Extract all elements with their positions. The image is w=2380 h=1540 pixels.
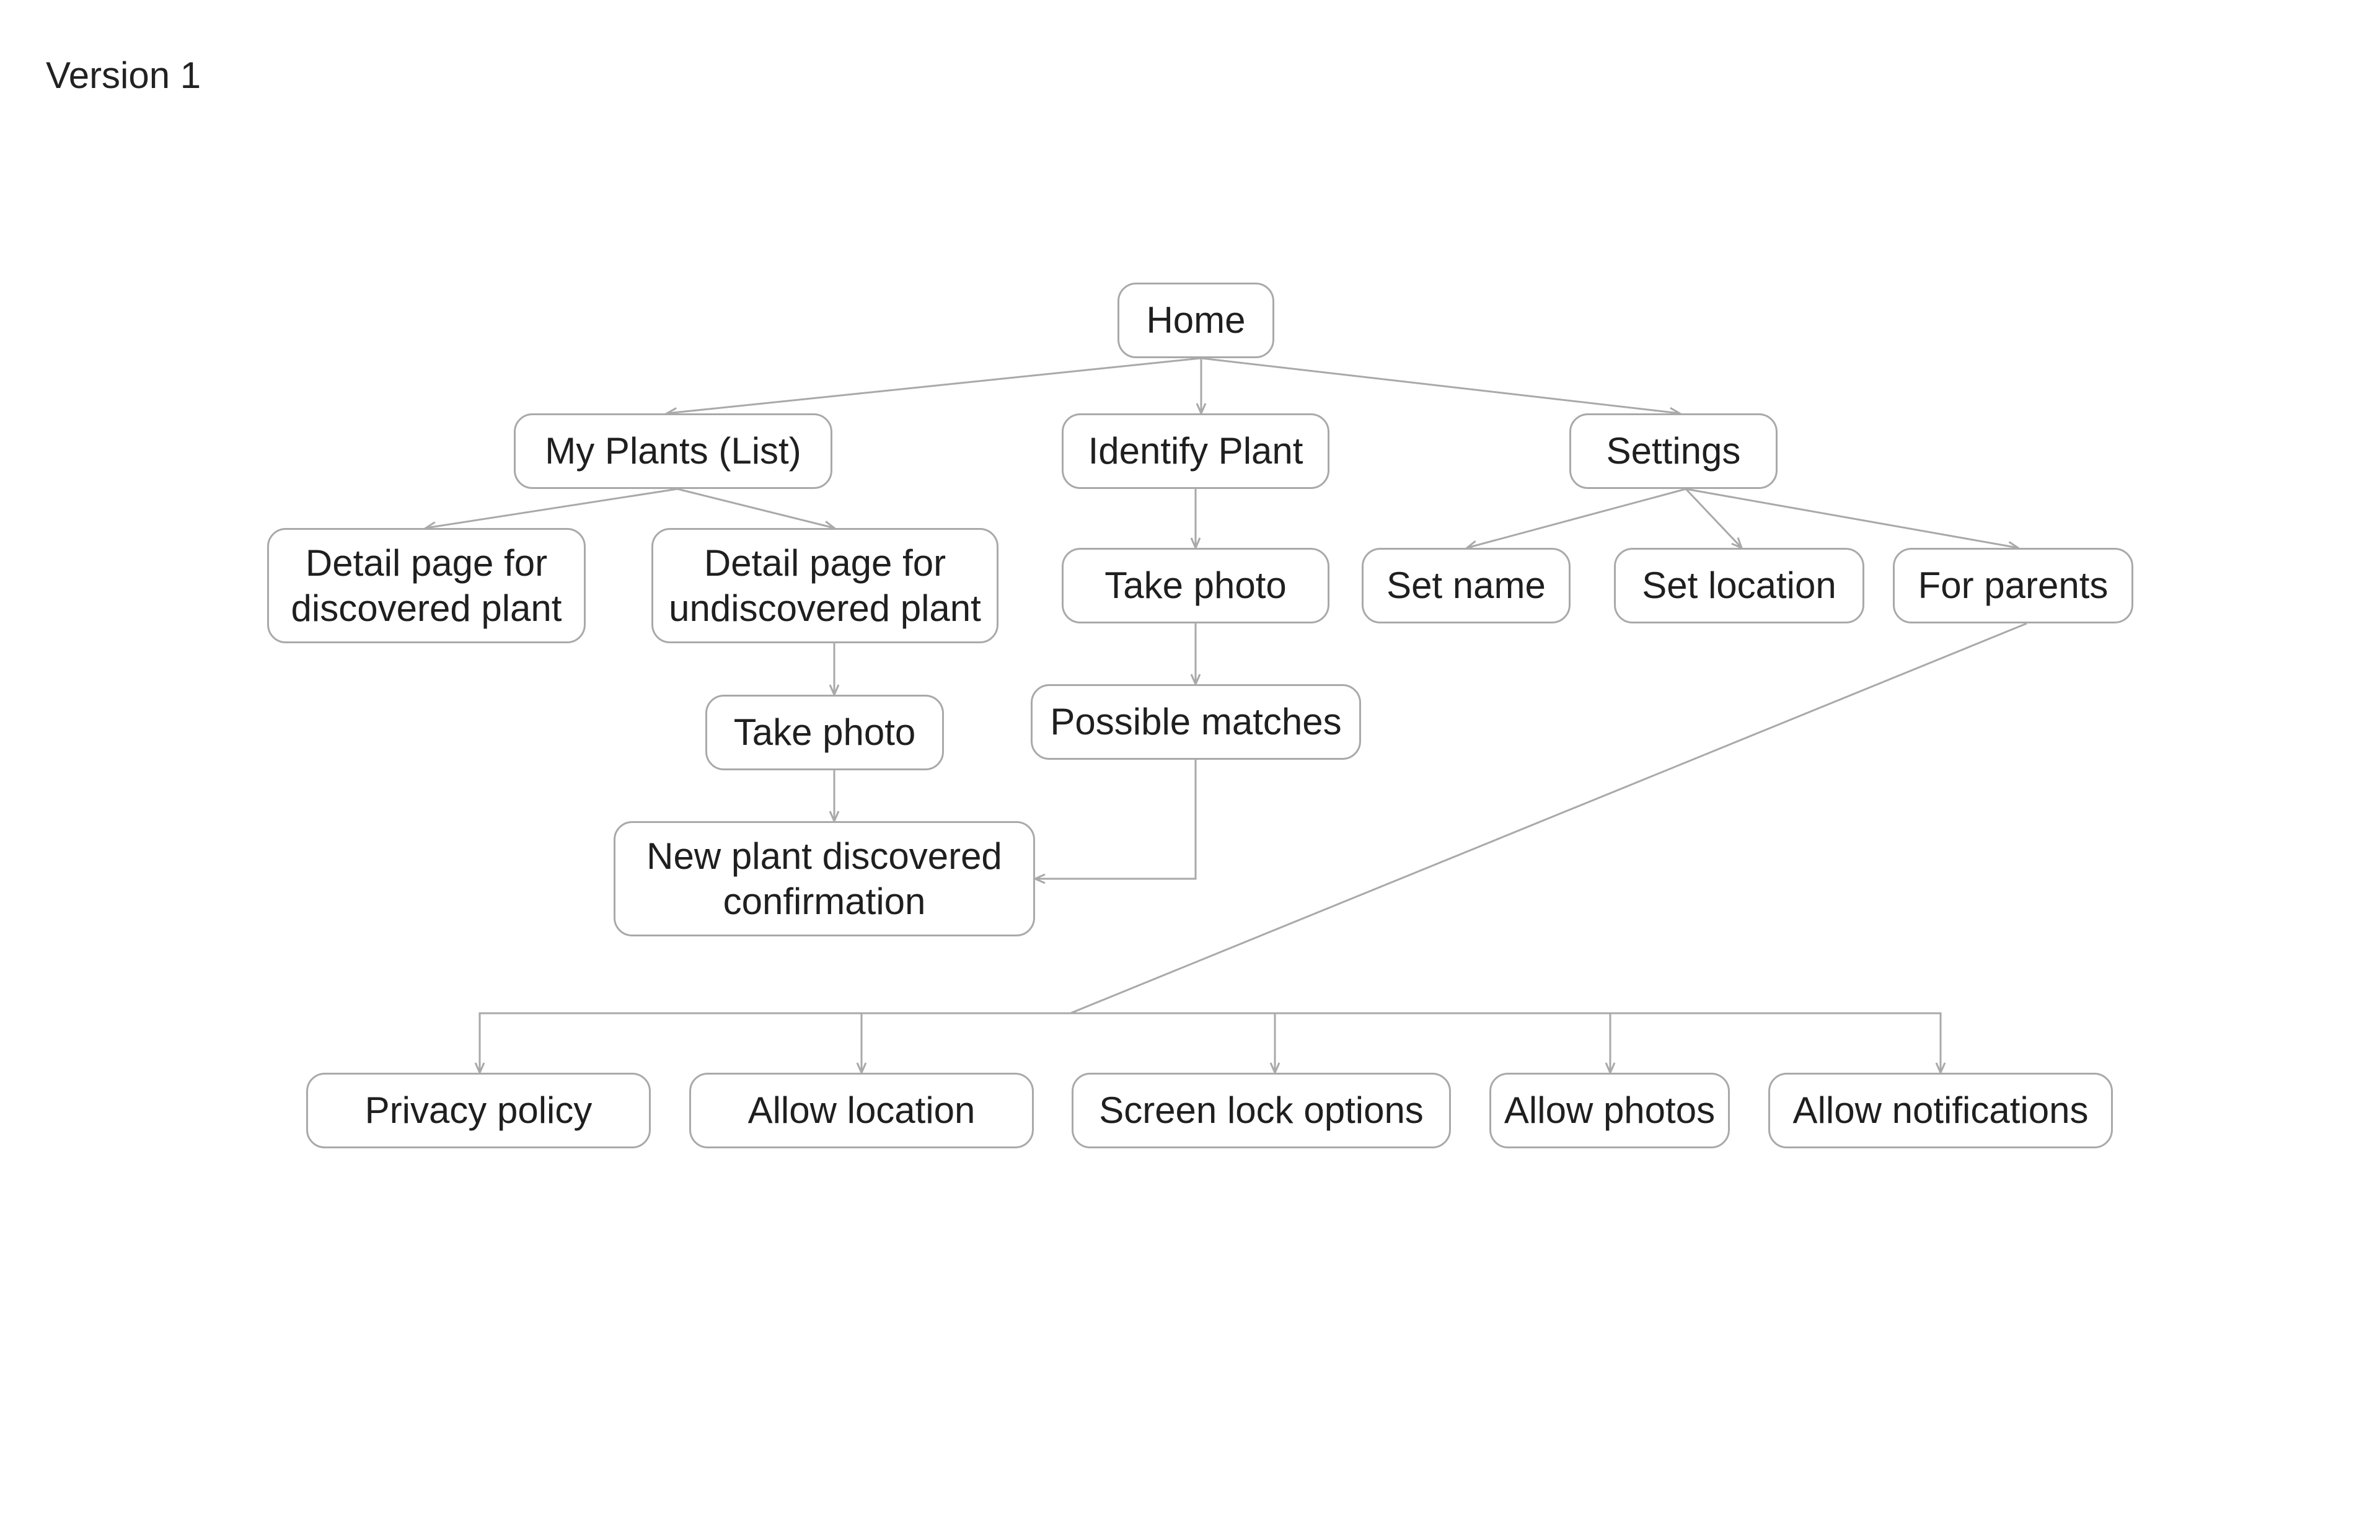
node-my-plants[interactable]: My Plants (List) (514, 413, 832, 489)
node-set-location[interactable]: Set location (1614, 548, 1864, 623)
node-label: Possible matches (1050, 701, 1342, 743)
edge-for-parents-to-allow-photos (1275, 1012, 1616, 1075)
node-label: Set location (1642, 565, 1836, 607)
node-label: Take photo (733, 711, 916, 754)
node-label: My Plants (List) (545, 430, 801, 472)
edge-settings-to-set-name (1465, 488, 1686, 551)
node-label: For parents (1918, 565, 2109, 607)
node-label: Allow notifications (1792, 1089, 2089, 1132)
edge-settings-to-for-parents (1685, 488, 2021, 552)
edge-my-plants-to-detail-discovered (423, 488, 678, 532)
node-home[interactable]: Home (1117, 283, 1274, 358)
edge-possible-matches-to-new-plant-confirmation (1033, 760, 1197, 884)
node-take-photo-undiscovered[interactable]: Take photo (705, 695, 944, 770)
node-label: Allow photos (1504, 1089, 1716, 1132)
node-label: Home (1146, 299, 1246, 341)
edge-for-parents-to-allow-notifications (1610, 1012, 1946, 1075)
page-title: Version 1 (46, 55, 201, 96)
edge-for-parents-to-allow-location (856, 1012, 1070, 1075)
node-take-photo-identify[interactable]: Take photo (1062, 548, 1329, 623)
node-new-plant-confirmation[interactable]: New plant discovered confirmation (614, 821, 1035, 936)
edge-home-to-settings (1201, 357, 1682, 418)
node-label: Settings (1606, 430, 1741, 472)
edge-for-parents-to-screen-lock-options (1070, 1012, 1280, 1075)
node-screen-lock-options[interactable]: Screen lock options (1072, 1073, 1451, 1148)
edge-for-parents-to-privacy-policy (474, 622, 2027, 1075)
node-label: Set name (1386, 565, 1546, 607)
node-allow-notifications[interactable]: Allow notifications (1768, 1073, 2113, 1148)
node-detail-undiscovered-plant[interactable]: Detail page for undiscovered plant (651, 528, 998, 643)
node-allow-location[interactable]: Allow location (689, 1073, 1034, 1148)
node-label: Detail page for discovered plant (291, 542, 562, 629)
node-allow-photos[interactable]: Allow photos (1489, 1073, 1730, 1148)
node-privacy-policy[interactable]: Privacy policy (306, 1073, 651, 1148)
node-detail-discovered-plant[interactable]: Detail page for discovered plant (267, 528, 586, 643)
node-label: Privacy policy (364, 1089, 593, 1132)
node-label: Detail page for undiscovered plant (669, 542, 981, 629)
edge-settings-to-set-location (1685, 488, 1743, 550)
node-identify-plant[interactable]: Identify Plant (1062, 413, 1329, 489)
node-possible-matches[interactable]: Possible matches (1031, 684, 1361, 760)
node-label: Allow location (747, 1089, 976, 1132)
node-settings[interactable]: Settings (1569, 413, 1778, 489)
node-label: Take photo (1104, 565, 1287, 607)
node-for-parents[interactable]: For parents (1893, 548, 2133, 623)
node-label: Identify Plant (1088, 430, 1303, 472)
edge-my-plants-to-detail-undiscovered (677, 488, 837, 531)
edge-home-to-my-plants (664, 357, 1202, 418)
node-set-name[interactable]: Set name (1362, 548, 1571, 623)
node-label: New plant discovered confirmation (646, 835, 1002, 922)
node-label: Screen lock options (1099, 1089, 1424, 1132)
